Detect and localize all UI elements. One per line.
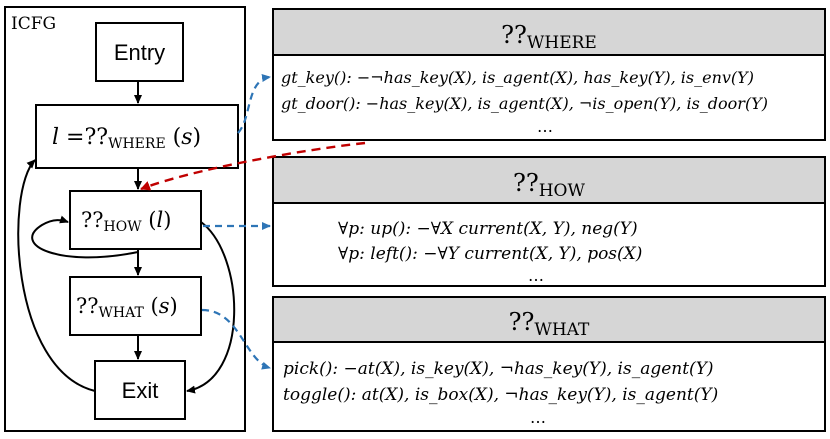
where-line-ellipsis: …	[537, 117, 553, 136]
how-panel-header	[272, 156, 826, 204]
how-line-1: ∀p: up(): −∀X current(X, Y), neg(Y)	[338, 219, 638, 239]
what-line-2: toggle(): at(X), is_box(X), ¬has_key(Y),…	[283, 385, 718, 405]
how-panel-body	[272, 202, 826, 287]
where-node-label: l =??WHERE (s)	[52, 125, 201, 152]
what-line-1: pick(): −at(X), is_key(X), ¬has_key(Y), …	[283, 359, 714, 379]
entry-node	[95, 22, 184, 82]
how-node	[69, 190, 202, 250]
where-line-2: gt_door(): −has_key(X), is_agent(X), ¬is…	[281, 94, 768, 113]
entry-label: Entry	[114, 40, 165, 65]
connector-where-panel	[237, 74, 271, 134]
how-line-2: ∀p: left(): −∀Y current(X, Y), pos(X)	[338, 244, 642, 264]
where-node	[35, 104, 239, 169]
icfg-title: ICFG	[11, 14, 56, 34]
arrow-how-exit	[186, 221, 236, 394]
exit-label: Exit	[122, 378, 159, 403]
exit-node	[94, 360, 186, 420]
where-line-1: gt_key(): −¬has_key(X), is_agent(X), has…	[281, 68, 754, 87]
where-panel-title: ??WHERE	[501, 21, 597, 53]
what-panel-body	[272, 341, 826, 432]
arrow-exit-where	[17, 159, 96, 392]
arrow-how-loop	[31, 215, 139, 259]
how-line-ellipsis: …	[528, 266, 544, 285]
connector-what-panel	[201, 308, 271, 370]
where-panel-body	[272, 54, 826, 141]
what-panel-header	[272, 296, 826, 343]
what-line-ellipsis: …	[530, 408, 546, 427]
what-node	[69, 276, 202, 336]
